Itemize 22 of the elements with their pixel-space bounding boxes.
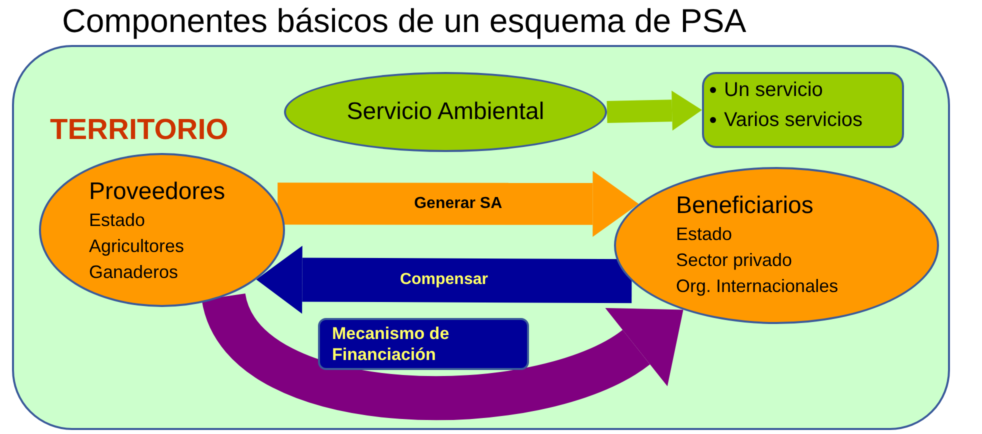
region-heading: TERRITORIO <box>50 113 228 148</box>
node-item: Agricultores <box>89 235 186 258</box>
box-label: Mecanismo de Financiación <box>332 323 450 365</box>
diagram-title: Componentes básicos de un esquema de PSA <box>62 1 746 41</box>
block-arrow <box>256 246 632 314</box>
list-box <box>702 72 904 148</box>
edge-label: Compensar <box>400 270 488 290</box>
block-arrow <box>278 170 639 237</box>
list-item: Un servicio <box>724 78 823 103</box>
edge-label: Generar SA <box>414 194 502 214</box>
node-item: Estado <box>676 223 734 246</box>
node-title: Servicio Ambiental <box>346 97 544 127</box>
node-title: Beneficiarios <box>676 191 814 221</box>
process-box <box>318 318 529 370</box>
territory-panel <box>12 45 950 430</box>
block-arrow <box>606 90 702 131</box>
node-item: Estado <box>89 209 146 232</box>
node-item: Ganaderos <box>89 261 180 284</box>
node-item: Sector privado <box>676 249 794 272</box>
node-title: Proveedores <box>89 177 226 207</box>
node-item: Org. Internacionales <box>676 275 840 298</box>
list-item: Varios servicios <box>724 108 863 133</box>
